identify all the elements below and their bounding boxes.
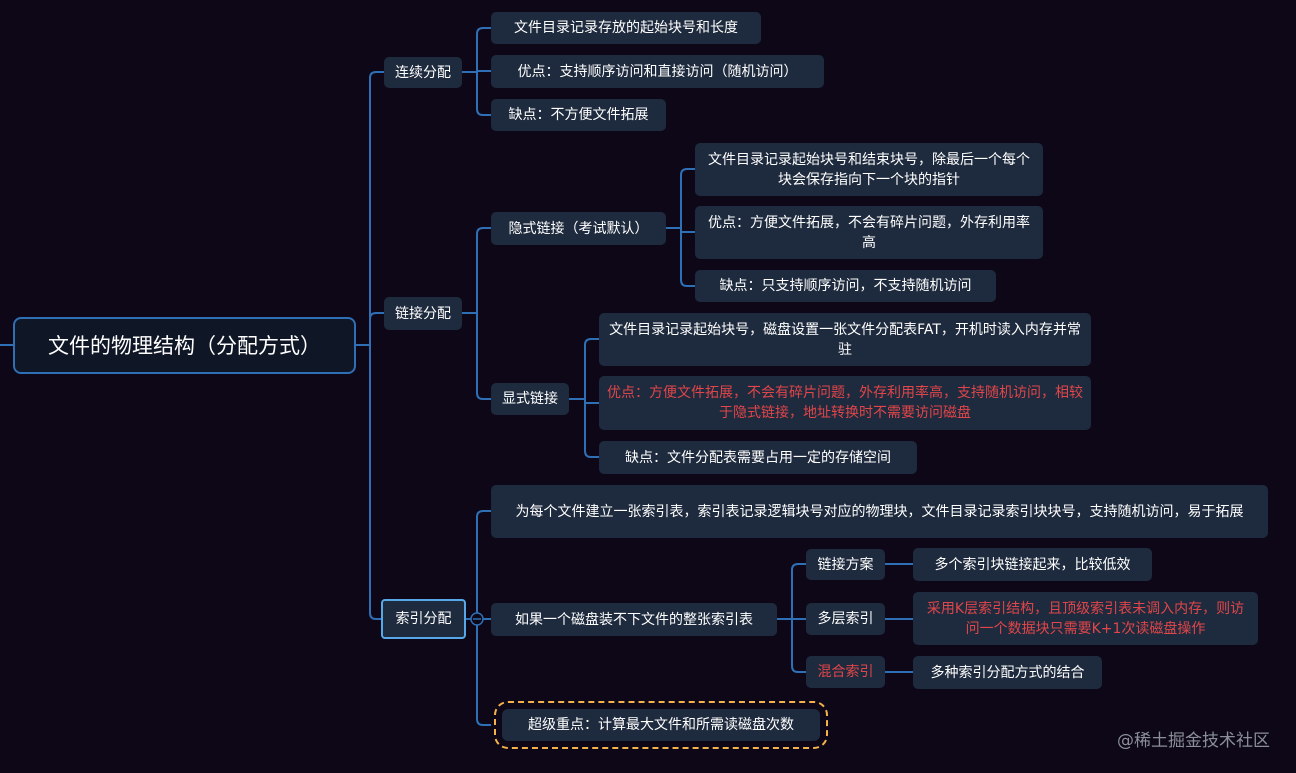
node-multilevel-index-detail[interactable]: 采用K层索引结构，且顶级索引表未调入内存，则访问一个数据块只需要K+1次读磁盘操… <box>913 592 1258 645</box>
connector <box>791 563 806 619</box>
connector <box>369 345 384 620</box>
connector <box>680 228 695 287</box>
node-explicit-cons[interactable]: 缺点：文件分配表需要占用一定的存储空间 <box>599 441 917 474</box>
watermark: @稀土掘金技术社区 <box>1117 731 1270 751</box>
connector <box>476 70 491 72</box>
node-continuous-allocation[interactable]: 连续分配 <box>384 57 462 88</box>
node-continuous-cons[interactable]: 缺点：不方便文件拓展 <box>491 99 666 131</box>
connector <box>476 27 491 72</box>
node-hybrid-index[interactable]: 混合索引 <box>806 656 885 688</box>
connector <box>476 227 491 313</box>
connector <box>791 619 806 673</box>
connector <box>476 619 491 726</box>
node-explicit-pros[interactable]: 优点：方便文件拓展，不会有碎片问题，外存利用率高，支持随机访问，相较于隐式链接，… <box>599 376 1091 430</box>
connector <box>680 228 695 233</box>
connector <box>680 168 695 228</box>
node-indexed-allocation[interactable]: 索引分配 <box>381 599 466 639</box>
node-explicit-detail-1[interactable]: 文件目录记录起始块号，磁盘设置一张文件分配表FAT，开机时读入内存并常驻 <box>599 313 1091 366</box>
connector <box>584 399 599 404</box>
connector <box>584 338 599 399</box>
node-continuous-detail-1[interactable]: 文件目录记录存放的起始块号和长度 <box>491 12 761 44</box>
node-linked-allocation[interactable]: 链接分配 <box>384 297 462 330</box>
node-key-point[interactable]: 超级重点：计算最大文件和所需读磁盘次数 <box>494 701 828 749</box>
node-multilevel-index[interactable]: 多层索引 <box>806 603 885 635</box>
node-implicit-cons[interactable]: 缺点：只支持顺序访问，不支持随机访问 <box>695 270 996 302</box>
node-hybrid-index-detail[interactable]: 多种索引分配方式的结合 <box>913 656 1102 689</box>
connector <box>369 71 384 345</box>
node-explicit-linking[interactable]: 显式链接 <box>491 383 569 415</box>
node-linked-scheme-detail[interactable]: 多个索引块链接起来，比较低效 <box>913 548 1152 581</box>
node-implicit-linking[interactable]: 隐式链接（考试默认） <box>491 212 666 245</box>
node-continuous-pros[interactable]: 优点：支持顺序访问和直接访问（随机访问） <box>491 55 824 88</box>
node-indexed-description[interactable]: 为每个文件建立一张索引表，索引表记录逻辑块号对应的物理块，文件目录记录索引块块号… <box>491 485 1268 538</box>
connector <box>369 312 384 345</box>
node-linked-scheme[interactable]: 链接方案 <box>806 549 885 580</box>
node-implicit-pros[interactable]: 优点：方便文件拓展，不会有碎片问题，外存利用率高 <box>695 206 1043 259</box>
root-node[interactable]: 文件的物理结构（分配方式） <box>13 317 356 374</box>
connector <box>476 72 491 116</box>
connector <box>584 399 599 458</box>
connector <box>476 510 491 619</box>
node-index-table-overflow[interactable]: 如果一个磁盘装不下文件的整张索引表 <box>491 603 777 636</box>
node-implicit-detail-1[interactable]: 文件目录记录起始块号和结束块号，除最后一个每个块会保存指向下一个块的指针 <box>695 143 1043 196</box>
connector <box>476 313 491 400</box>
